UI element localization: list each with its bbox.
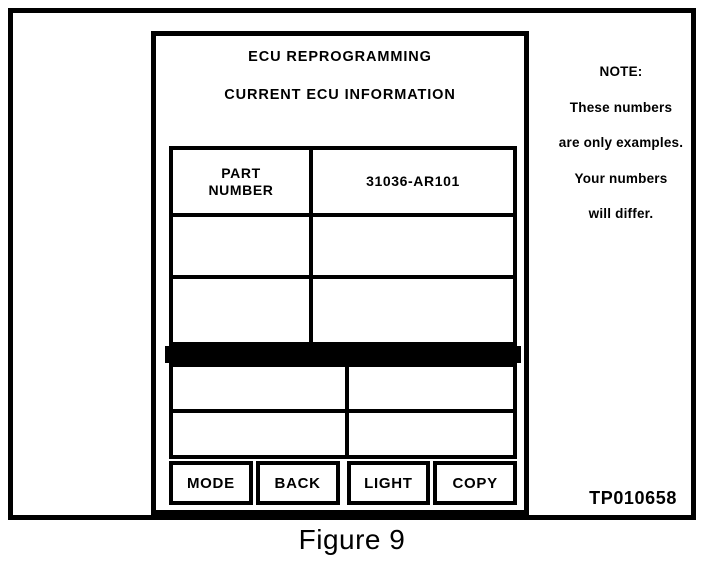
note-line: are only examples. [558,135,684,150]
softkey-back-button[interactable]: BACK [255,461,340,505]
softkey-label: LIGHT [364,474,413,492]
table-row [173,367,513,413]
heading-current-ecu-information: CURRENT ECU INFORMATION [224,86,456,103]
figure-outer-frame: ECU REPROGRAMMING CURRENT ECU INFORMATIO… [8,8,696,520]
info-row-value-cell [313,279,513,342]
softkey-label: COPY [452,474,498,492]
softkey-label: MODE [186,474,235,492]
lower-row-left-cell [173,413,349,455]
device-screen-heading: ECU REPROGRAMMING CURRENT ECU INFORMATIO… [156,49,524,104]
info-row-value-cell: 31036-AR101 [313,150,513,213]
lower-row-right-cell [349,367,513,409]
note-line: Your numbers [574,170,668,186]
lower-row-left-cell [173,367,349,409]
lower-row-right-cell [349,413,513,455]
heading-ecu-reprogramming: ECU REPROGRAMMING [248,49,432,65]
note-line-title: NOTE: [599,64,643,79]
info-row-label-cell [173,217,313,275]
table-row [173,278,513,342]
note-callout: NOTE: These numbers are only examples. Y… [533,65,704,221]
softkey-mode-button[interactable]: MODE [169,461,253,505]
figure-caption: Figure 9 [298,524,406,555]
table-row [173,413,513,455]
note-line: These numbers [569,99,673,115]
softkey-light-button[interactable]: LIGHT [346,461,431,505]
part-number-value: 31036-AR101 [366,173,460,190]
note-line: will differ. [588,206,654,221]
info-row-label-cell [173,278,313,342]
lower-blank-table [169,363,517,459]
info-row-value-cell [313,217,513,274]
figure-reference-code: TP010658 [589,488,677,508]
screen-separator-bar [165,346,521,363]
scan-tool-device: ECU REPROGRAMMING CURRENT ECU INFORMATIO… [151,31,529,515]
softkey-button-row: MODE BACK LIGHT COPY [169,461,517,505]
table-row [173,217,513,279]
softkey-label: BACK [274,474,321,492]
softkey-copy-button[interactable]: COPY [433,461,517,505]
